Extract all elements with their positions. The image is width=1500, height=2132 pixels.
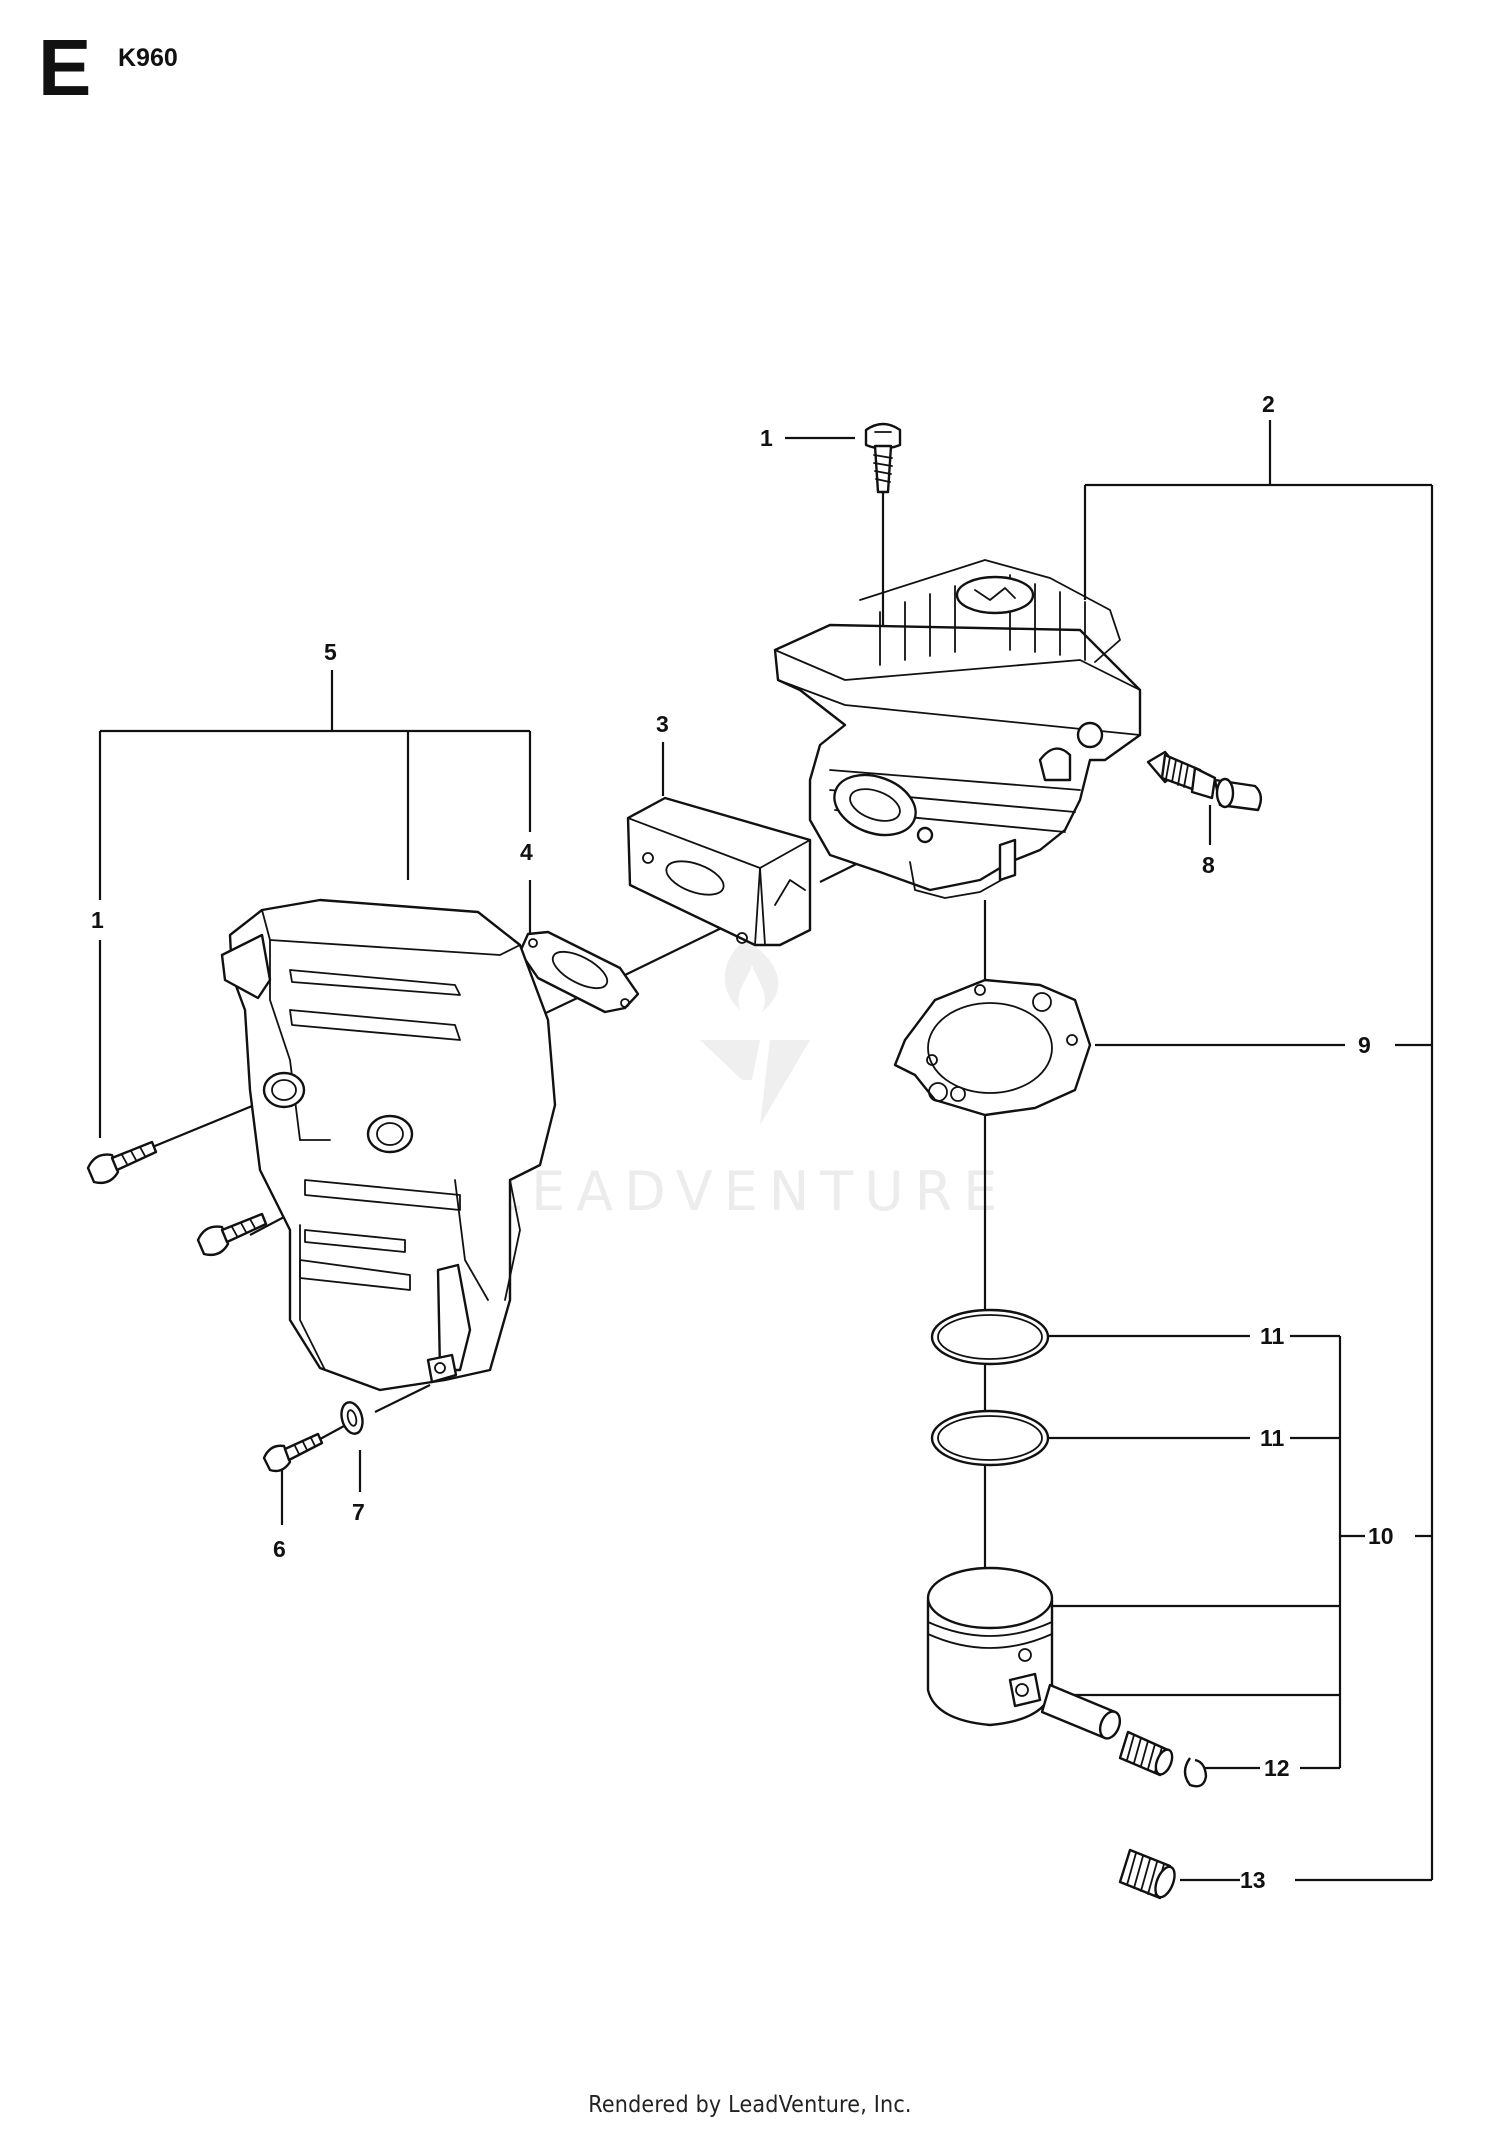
callout-11-lower: 11: [1260, 1425, 1285, 1451]
cylinder-gasket: [893, 978, 1092, 1117]
piston-ring-lower: [930, 1409, 1050, 1467]
watermark: LEADVENTURE: [490, 940, 1008, 1223]
circlip: [1183, 1757, 1208, 1788]
heat-shield-spacer: [626, 796, 812, 947]
needle-bearing-small: [1118, 1730, 1174, 1777]
callout-2: 2: [1262, 391, 1275, 417]
watermark-flame-icon: [724, 940, 779, 1012]
muffler-screw-upper: [86, 1140, 158, 1185]
callout-9: 9: [1358, 1032, 1371, 1058]
cylinder: [773, 559, 1142, 899]
callout-3: 3: [656, 711, 669, 737]
callouts: 1 2 3 4 5 1 6 7 8 9 10 11 11 12 13: [91, 391, 1394, 1893]
lock-washer: [340, 1401, 364, 1435]
model-name: K960: [118, 44, 178, 72]
piston: [926, 1566, 1054, 1727]
callout-8: 8: [1202, 852, 1215, 878]
watermark-v-icon: [700, 1040, 810, 1125]
callout-12: 12: [1264, 1755, 1290, 1781]
piston-pin: [1040, 1683, 1122, 1740]
callout-10: 10: [1368, 1523, 1394, 1549]
small-screw: [262, 1432, 324, 1473]
callout-1-top: 1: [760, 425, 773, 451]
callout-1-left: 1: [91, 907, 104, 933]
muffler: [220, 898, 557, 1392]
watermark-text: LEADVENTURE: [490, 1160, 1008, 1223]
cylinder-screw: [864, 422, 902, 494]
piston-ring-upper: [930, 1308, 1050, 1366]
footer-credit: Rendered by LeadVenture, Inc.: [588, 2092, 912, 2118]
callout-6: 6: [273, 1536, 286, 1562]
callout-13: 13: [1240, 1867, 1266, 1893]
callout-11-upper: 11: [1260, 1323, 1285, 1349]
section-letter: E: [38, 23, 92, 112]
callout-7: 7: [352, 1499, 365, 1525]
muffler-screw-lower: [196, 1212, 268, 1257]
needle-bearing: [1118, 1848, 1176, 1900]
callout-4: 4: [520, 839, 533, 865]
decompression-valve: [1146, 750, 1263, 812]
callout-5: 5: [324, 639, 337, 665]
